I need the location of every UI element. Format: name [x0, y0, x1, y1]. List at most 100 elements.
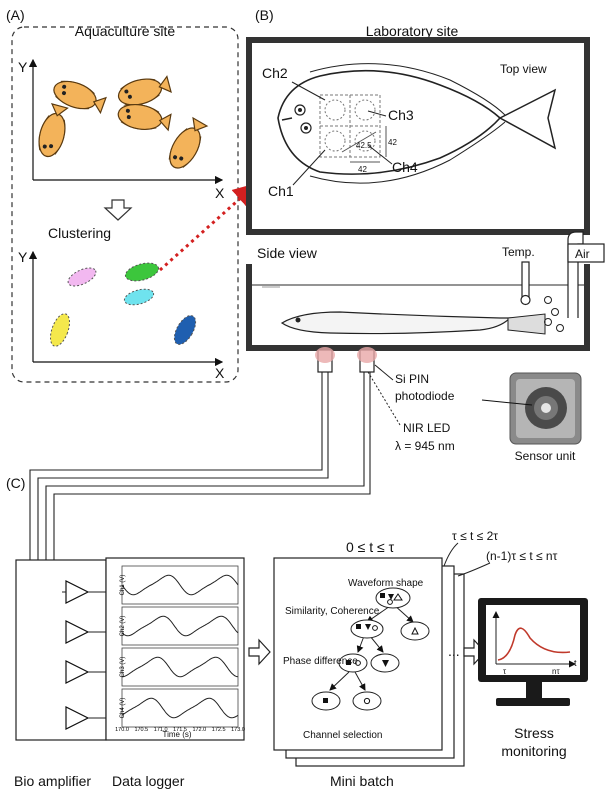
mini-batch-label: Mini batch — [330, 773, 394, 789]
logger-channel-trace — [121, 697, 239, 719]
fish-scatter-axes: Y X — [18, 58, 225, 201]
cluster-ellipses — [49, 262, 197, 347]
flounder-fish-5 — [163, 115, 211, 174]
flounder-group — [34, 72, 211, 174]
dim-horizontal: 42 — [358, 165, 367, 174]
flounder-top-view — [277, 63, 557, 184]
logger-channel-trace — [121, 615, 239, 637]
nir-led-label: NIR LED — [403, 421, 451, 435]
stress-monitor — [478, 598, 588, 706]
side-view-label: Side view — [257, 245, 318, 261]
stress-label-line1: Stress — [514, 725, 554, 741]
data-logger-label: Data logger — [112, 773, 185, 789]
monitor-tick-ntau: nτ — [552, 667, 560, 676]
mini-batch-page-1 — [273, 557, 443, 751]
cluster-scatter-axes: Y X — [18, 249, 225, 381]
air-label-box — [567, 243, 605, 263]
flounder-fish-3 — [115, 100, 173, 135]
tree-label-phase: Phase difference — [283, 656, 358, 667]
ch1-pointer — [292, 149, 326, 186]
axis-x-label-top: X — [215, 185, 225, 201]
axis-y-label-top: Y — [18, 59, 28, 75]
clustering-label: Clustering — [48, 225, 111, 241]
logger-tick-label: 172.0 — [192, 727, 206, 733]
logger-channel-label: Ch1 (V) — [120, 575, 126, 596]
sensor-unit-pointer — [481, 399, 533, 406]
wavelength-label: λ = 945 nm — [395, 439, 455, 453]
photodiode-label-line1: Si PIN — [395, 372, 429, 386]
decision-tree — [311, 587, 430, 711]
ch2-pointer — [291, 81, 326, 101]
channel-label-ch1: Ch1 — [268, 183, 294, 199]
logger-channel-label: Ch2 (V) — [120, 616, 126, 637]
bio-amplifier-box — [15, 559, 107, 741]
logger-tick-label: 173.0 — [231, 727, 245, 733]
logger-channel-label: Ch4 (V) — [120, 698, 126, 719]
bio-amplifier-label: Bio amplifier — [14, 773, 91, 789]
logger-channel-trace — [122, 656, 239, 678]
logger-tick-label: 170.5 — [134, 727, 148, 733]
temp-label: Temp. — [502, 245, 535, 259]
channel-label-ch3: Ch3 — [388, 107, 414, 123]
panel-b-tag: (B) — [255, 7, 274, 23]
air-label: Air — [575, 247, 590, 261]
cluster-blue — [173, 315, 197, 345]
sensor-grid-top — [319, 94, 387, 163]
selection-red-arrow — [159, 183, 258, 272]
logger-tick-label: 170.0 — [115, 727, 129, 733]
logger-tick-label: 172.5 — [212, 727, 226, 733]
tree-node-left — [350, 619, 384, 639]
panel-c-tag: (C) — [6, 475, 25, 491]
axis-x-label-bottom: X — [215, 365, 225, 381]
sensor-unit-label: Sensor unit — [515, 449, 576, 463]
tree-label-channel-selection: Channel selection — [303, 730, 383, 741]
monitor-tick-tau: τ — [503, 667, 507, 676]
stress-label-line2: monitoring — [501, 743, 566, 759]
sensor-unit-photo — [509, 372, 582, 445]
aquaculture-site-title: Aquaculture site — [75, 23, 176, 39]
logger-channel-frame — [121, 647, 239, 687]
sensor-housings — [315, 347, 377, 373]
logger-channel-trace — [121, 574, 239, 596]
batch-ellipsis: ... — [448, 643, 460, 659]
logger-xlabel: Time (s) — [162, 730, 191, 739]
panel-a-tag: (A) — [6, 7, 25, 23]
batch-range-2: τ ≤ t ≤ 2τ — [452, 529, 498, 543]
side-view-tank — [246, 264, 590, 351]
channel-label-ch4: Ch4 — [392, 159, 418, 175]
clustering-down-arrow — [103, 199, 133, 221]
data-logger-box — [105, 557, 245, 741]
logger-channel-label: Ch3 (V) — [120, 657, 126, 678]
cluster-pink — [67, 267, 97, 287]
laboratory-site-title: Laboratory site — [366, 23, 459, 39]
top-view-label: Top view — [500, 62, 547, 76]
tree-node-right — [400, 621, 430, 641]
data-logger-plots: Ch1 (V) Ch2 (V) Ch3 (V) Ch4 (V) 170.0 170.5 17… — [115, 565, 245, 733]
flounder-side-view — [280, 311, 546, 335]
photodiode-pointer — [374, 364, 394, 381]
ch4-pointer — [367, 144, 393, 165]
dim-diagonal: 42.5 — [356, 141, 372, 150]
monitor-axis-t: t — [574, 658, 577, 668]
flounder-fish-2 — [115, 72, 173, 110]
axis-y-label-bottom: Y — [18, 249, 28, 265]
flounder-fish-4 — [34, 102, 72, 160]
photodiode-label-line2: photodiode — [395, 389, 455, 403]
ch3-pointer — [367, 110, 387, 117]
batch-range-1: 0 ≤ t ≤ τ — [346, 539, 395, 555]
logger-channel-frame — [121, 606, 239, 646]
logger-tick-label: 171.5 — [173, 727, 187, 733]
cluster-yellow — [49, 313, 71, 347]
cluster-cyan — [123, 288, 155, 306]
tree-node-phase — [338, 653, 368, 673]
channel-label-ch2: Ch2 — [262, 65, 288, 81]
logger-channel-frame — [121, 688, 239, 728]
tree-label-waveform: Waveform shape — [348, 578, 424, 589]
arrow-to-mini-batch — [248, 638, 271, 666]
cluster-green — [124, 262, 160, 282]
dim-vertical: 42 — [388, 138, 397, 147]
aquaculture-dashed-frame — [11, 26, 239, 383]
batch-range-3: (n-1)τ ≤ t ≤ nτ — [486, 549, 558, 563]
tree-label-similarity: Similarity, Coherence — [285, 606, 380, 617]
